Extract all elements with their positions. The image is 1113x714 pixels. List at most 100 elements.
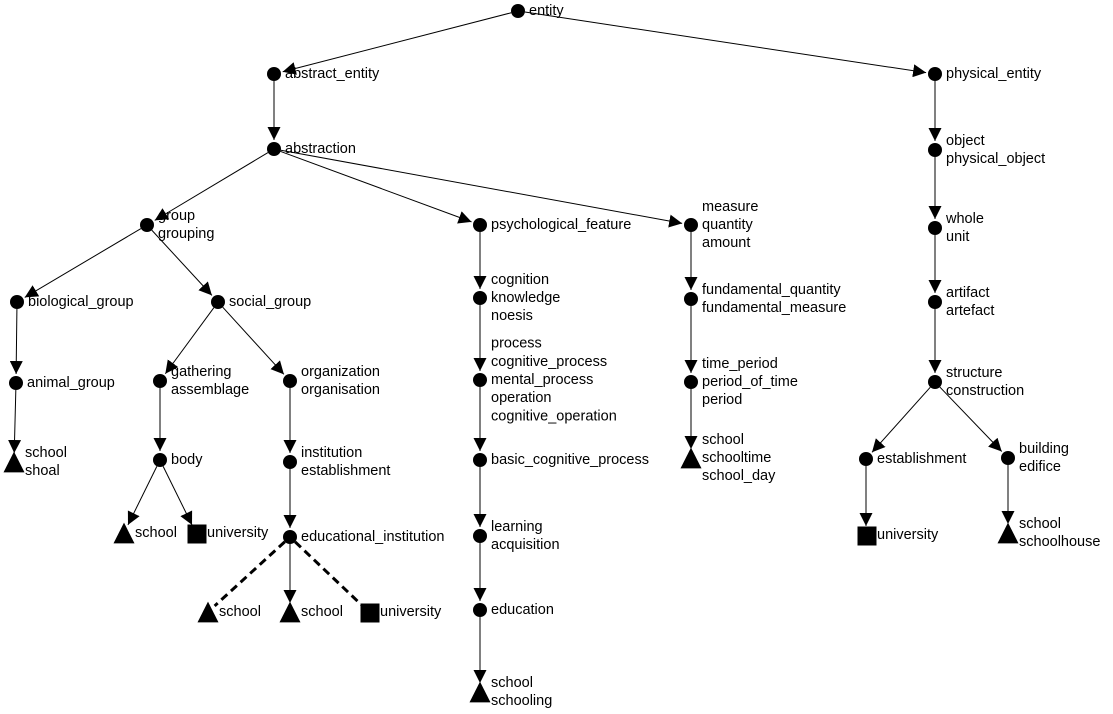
edge-educational_institution-to-school_edu_1 (213, 540, 286, 608)
node-marker-circle (928, 221, 942, 235)
node-label: noesis (491, 308, 533, 324)
edge-social_group-to-organization (222, 306, 285, 375)
node-label: abstraction (285, 141, 356, 157)
node-marker-circle (283, 455, 297, 469)
node-label: schooltime (702, 450, 771, 466)
node-object: object physical_object (928, 133, 1045, 167)
node-entity: entity (511, 3, 564, 19)
node-marker-circle (473, 529, 487, 543)
node-marker-circle (684, 375, 698, 389)
node-school_edu_2: school (279, 601, 343, 623)
node-label: acquisition (491, 537, 560, 553)
node-label: organization (301, 364, 380, 380)
node-label: fundamental_measure (702, 300, 846, 316)
node-marker-circle (211, 295, 225, 309)
node-label: assemblage (171, 382, 249, 398)
node-university_edu: university (360, 603, 442, 623)
node-label: operation (491, 390, 551, 406)
node-label: knowledge (491, 290, 560, 306)
node-label: physical_entity (946, 66, 1042, 82)
node-label: school (135, 525, 177, 541)
node-label: school_day (702, 468, 776, 484)
node-marker-circle (684, 292, 698, 306)
node-marker-circle (10, 295, 24, 309)
node-school_shoal: school shoal (3, 445, 67, 479)
node-label: university (207, 525, 269, 541)
node-label: object (946, 133, 985, 149)
node-label: physical_object (946, 151, 1045, 167)
node-education: education (473, 602, 554, 618)
node-basic_cognitive_process: basic_cognitive_process (473, 452, 649, 468)
node-label: group (158, 208, 195, 224)
node-label: school (219, 604, 261, 620)
node-marker-circle (473, 453, 487, 467)
edge-abstraction-to-psychological_feature (280, 150, 472, 224)
node-process: processcognitive_processmental_processop… (473, 336, 617, 424)
node-label: abstract_entity (285, 66, 380, 82)
node-label: mental_process (491, 372, 593, 388)
edges-layer (8, 11, 1015, 683)
node-label: social_group (229, 294, 311, 310)
node-label: measure (702, 199, 758, 215)
node-marker-circle (267, 142, 281, 156)
node-label: shoal (25, 463, 60, 479)
node-marker-circle (928, 375, 942, 389)
edge-structure-to-establishment (871, 386, 931, 453)
edge-abstraction-to-group (154, 152, 269, 221)
node-label: period_of_time (702, 374, 798, 390)
node-marker-circle (283, 374, 297, 388)
node-abstraction: abstraction (267, 141, 356, 157)
node-label: school (301, 604, 343, 620)
node-marker-square (360, 603, 380, 623)
node-label: grouping (158, 226, 214, 242)
node-establishment: establishment (859, 451, 966, 467)
edge-group-to-biological_group (24, 228, 142, 298)
node-label: university (380, 604, 442, 620)
edge-body-to-school_body (127, 466, 158, 526)
node-label: education (491, 602, 554, 618)
node-label: fundamental_quantity (702, 282, 841, 298)
node-marker-circle (1001, 451, 1015, 465)
edge-structure-to-building (939, 386, 1003, 452)
node-marker-circle (153, 374, 167, 388)
node-label: learning (491, 519, 543, 535)
node-label: educational_institution (301, 529, 445, 545)
node-marker-circle (267, 67, 281, 81)
node-label: schoolhouse (1019, 534, 1100, 550)
node-label: organisation (301, 382, 380, 398)
node-marker-circle (684, 218, 698, 232)
node-university_est: university (857, 526, 939, 546)
node-marker-circle (511, 4, 525, 18)
node-label: cognitive_operation (491, 408, 617, 424)
node-animal_group: animal_group (9, 375, 115, 391)
node-body: body (153, 452, 203, 468)
node-abstract_entity: abstract_entity (267, 66, 380, 82)
nodes-layer: entity abstract_entity physical_entityabst… (3, 3, 1100, 709)
node-marker-square (187, 524, 207, 544)
node-school_edu_1: school (197, 601, 261, 623)
node-marker-triangle (113, 522, 135, 544)
node-school_time: school schooltime school_day (680, 432, 776, 484)
node-measure: measure quantity amount (684, 199, 758, 251)
node-label: construction (946, 383, 1024, 399)
node-label: university (877, 527, 939, 543)
node-label: artifact (946, 285, 990, 301)
node-label: school (25, 445, 67, 461)
node-marker-circle (9, 376, 23, 390)
node-label: body (171, 452, 203, 468)
node-marker-circle (140, 218, 154, 232)
node-label: quantity (702, 217, 754, 233)
node-label: psychological_feature (491, 217, 631, 233)
node-label: school (702, 432, 744, 448)
node-marker-circle (928, 67, 942, 81)
node-educational_institution: educational_institution (283, 529, 445, 545)
node-label: gathering (171, 364, 231, 380)
node-marker-circle (473, 291, 487, 305)
node-label: amount (702, 235, 750, 251)
